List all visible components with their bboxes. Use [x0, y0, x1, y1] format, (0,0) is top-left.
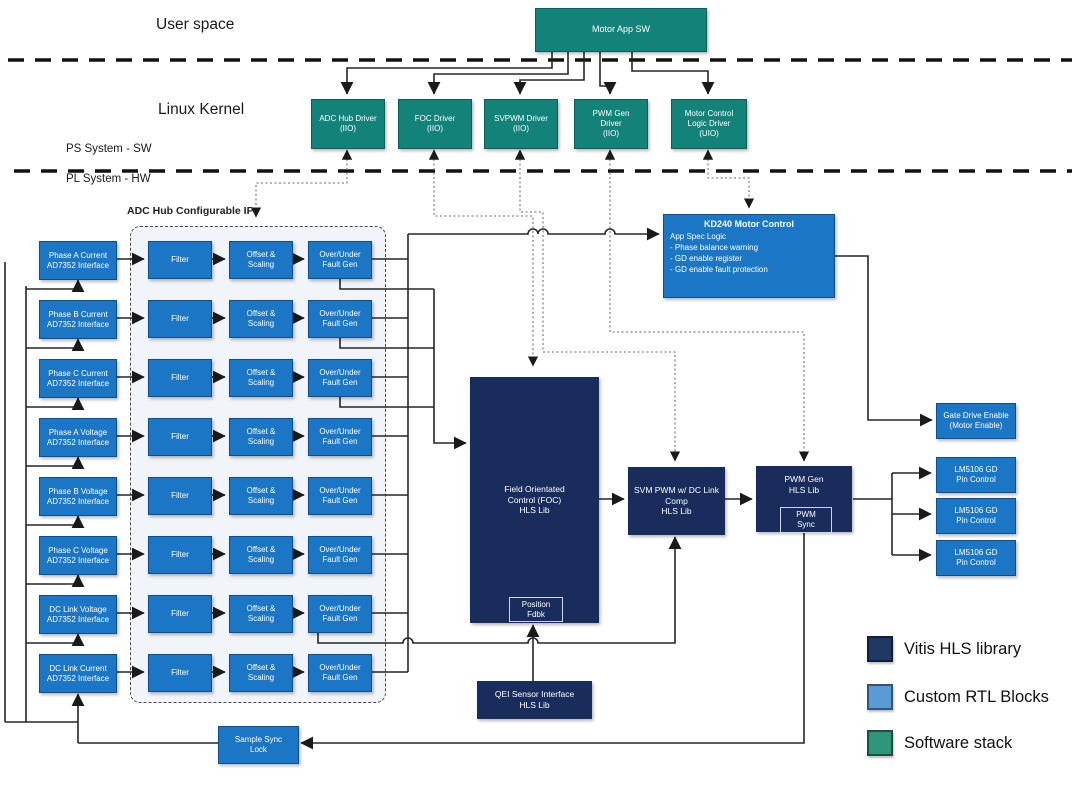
kernel-driver-box: PWM Gen Driver (IIO) [574, 99, 648, 149]
motor-app-sw-box: Motor App SW [535, 8, 707, 52]
pwm-gen-box: PWM Gen HLS Lib PWM Sync [756, 466, 852, 533]
pwm-gen-label: PWM Gen HLS Lib [784, 474, 824, 495]
linux-kernel-label: Linux Kernel [158, 101, 245, 118]
adc-offset-box: Offset & Scaling [229, 241, 293, 279]
adc-offset-box: Offset & Scaling [229, 418, 293, 456]
adc-offset-box: Offset & Scaling [229, 359, 293, 397]
adc-filter-box: Filter [148, 595, 212, 633]
kd240-body: App Spec Logic - Phase balance warning -… [670, 232, 768, 274]
adc-filter-box: Filter [148, 418, 212, 456]
legend-swatch [867, 636, 893, 662]
legend-swatch [867, 684, 893, 710]
adc-filter-box: Filter [148, 654, 212, 692]
user-space-label: User space [156, 16, 235, 33]
svm-pwm-box: SVM PWM w/ DC Link Comp HLS Lib [628, 467, 725, 535]
adc-source-box: DC Link Voltage AD7352 Interface [39, 595, 117, 634]
qei-sensor-box: QEI Sensor Interface HLS Lib [477, 681, 592, 719]
lm5106-gd-box: LM5106 GD Pin Control [936, 498, 1016, 534]
kernel-driver-box: Motor Control Logic Driver (UIO) [671, 99, 747, 149]
adc-fault-box: Over/Under Fault Gen [308, 654, 372, 692]
adc-fault-box: Over/Under Fault Gen [308, 300, 372, 338]
kernel-driver-box: FOC Driver (IIO) [398, 99, 472, 149]
adc-fault-box: Over/Under Fault Gen [308, 418, 372, 456]
kd240-motor-control-box: KD240 Motor Control App Spec Logic - Pha… [663, 214, 835, 298]
adc-fault-box: Over/Under Fault Gen [308, 595, 372, 633]
adc-source-box: Phase B Current AD7352 Interface [39, 300, 117, 339]
adc-fault-box: Over/Under Fault Gen [308, 536, 372, 574]
legend-swatch [867, 730, 893, 756]
foc-label: Field Orientated Control (FOC) HLS Lib [504, 484, 565, 516]
kernel-driver-box: ADC Hub Driver (IIO) [311, 99, 385, 149]
adc-filter-box: Filter [148, 477, 212, 515]
adc-source-box: Phase C Voltage AD7352 Interface [39, 536, 117, 575]
position-fdbk-box: Position Fdbk [509, 597, 563, 622]
lm5106-gd-box: LM5106 GD Pin Control [936, 457, 1016, 493]
adc-source-box: Phase C Current AD7352 Interface [39, 359, 117, 398]
adc-filter-box: Filter [148, 300, 212, 338]
legend-label: Software stack [904, 733, 1013, 752]
adc-filter-box: Filter [148, 536, 212, 574]
legend-label: Custom RTL Blocks [904, 687, 1049, 706]
ps-system-label: PS System - SW [66, 143, 152, 155]
adc-fault-box: Over/Under Fault Gen [308, 241, 372, 279]
kd240-title: KD240 Motor Control [704, 219, 794, 229]
adc-offset-box: Offset & Scaling [229, 477, 293, 515]
lm5106-gd-box: LM5106 GD Pin Control [936, 540, 1016, 576]
adc-fault-box: Over/Under Fault Gen [308, 359, 372, 397]
adc-filter-box: Filter [148, 359, 212, 397]
legend-item: Vitis HLS library [867, 636, 1021, 662]
adc-offset-box: Offset & Scaling [229, 536, 293, 574]
kernel-driver-box: SVPWM Driver (IIO) [484, 99, 558, 149]
adc-hub-title: ADC Hub Configurable IP [127, 205, 254, 217]
sample-sync-lock-box: Sample Sync Lock [218, 726, 299, 764]
legend-item: Software stack [867, 730, 1012, 756]
adc-offset-box: Offset & Scaling [229, 595, 293, 633]
legend-item: Custom RTL Blocks [867, 684, 1049, 710]
pl-system-label: PL System - HW [66, 173, 151, 185]
adc-fault-box: Over/Under Fault Gen [308, 477, 372, 515]
legend-label: Vitis HLS library [904, 639, 1022, 658]
adc-offset-box: Offset & Scaling [229, 654, 293, 692]
adc-source-box: Phase A Voltage AD7352 Interface [39, 418, 117, 457]
adc-filter-box: Filter [148, 241, 212, 279]
adc-offset-box: Offset & Scaling [229, 300, 293, 338]
gate-drive-enable-box: Gate Drive Enable (Motor Enable) [936, 403, 1016, 439]
adc-source-box: Phase A Current AD7352 Interface [39, 241, 117, 280]
adc-source-box: Phase B Voltage AD7352 Interface [39, 477, 117, 516]
adc-source-box: DC Link Current AD7352 Interface [39, 654, 117, 693]
foc-box: Field Orientated Control (FOC) HLS Lib P… [470, 377, 599, 623]
pwm-sync-box: PWM Sync [780, 507, 832, 533]
